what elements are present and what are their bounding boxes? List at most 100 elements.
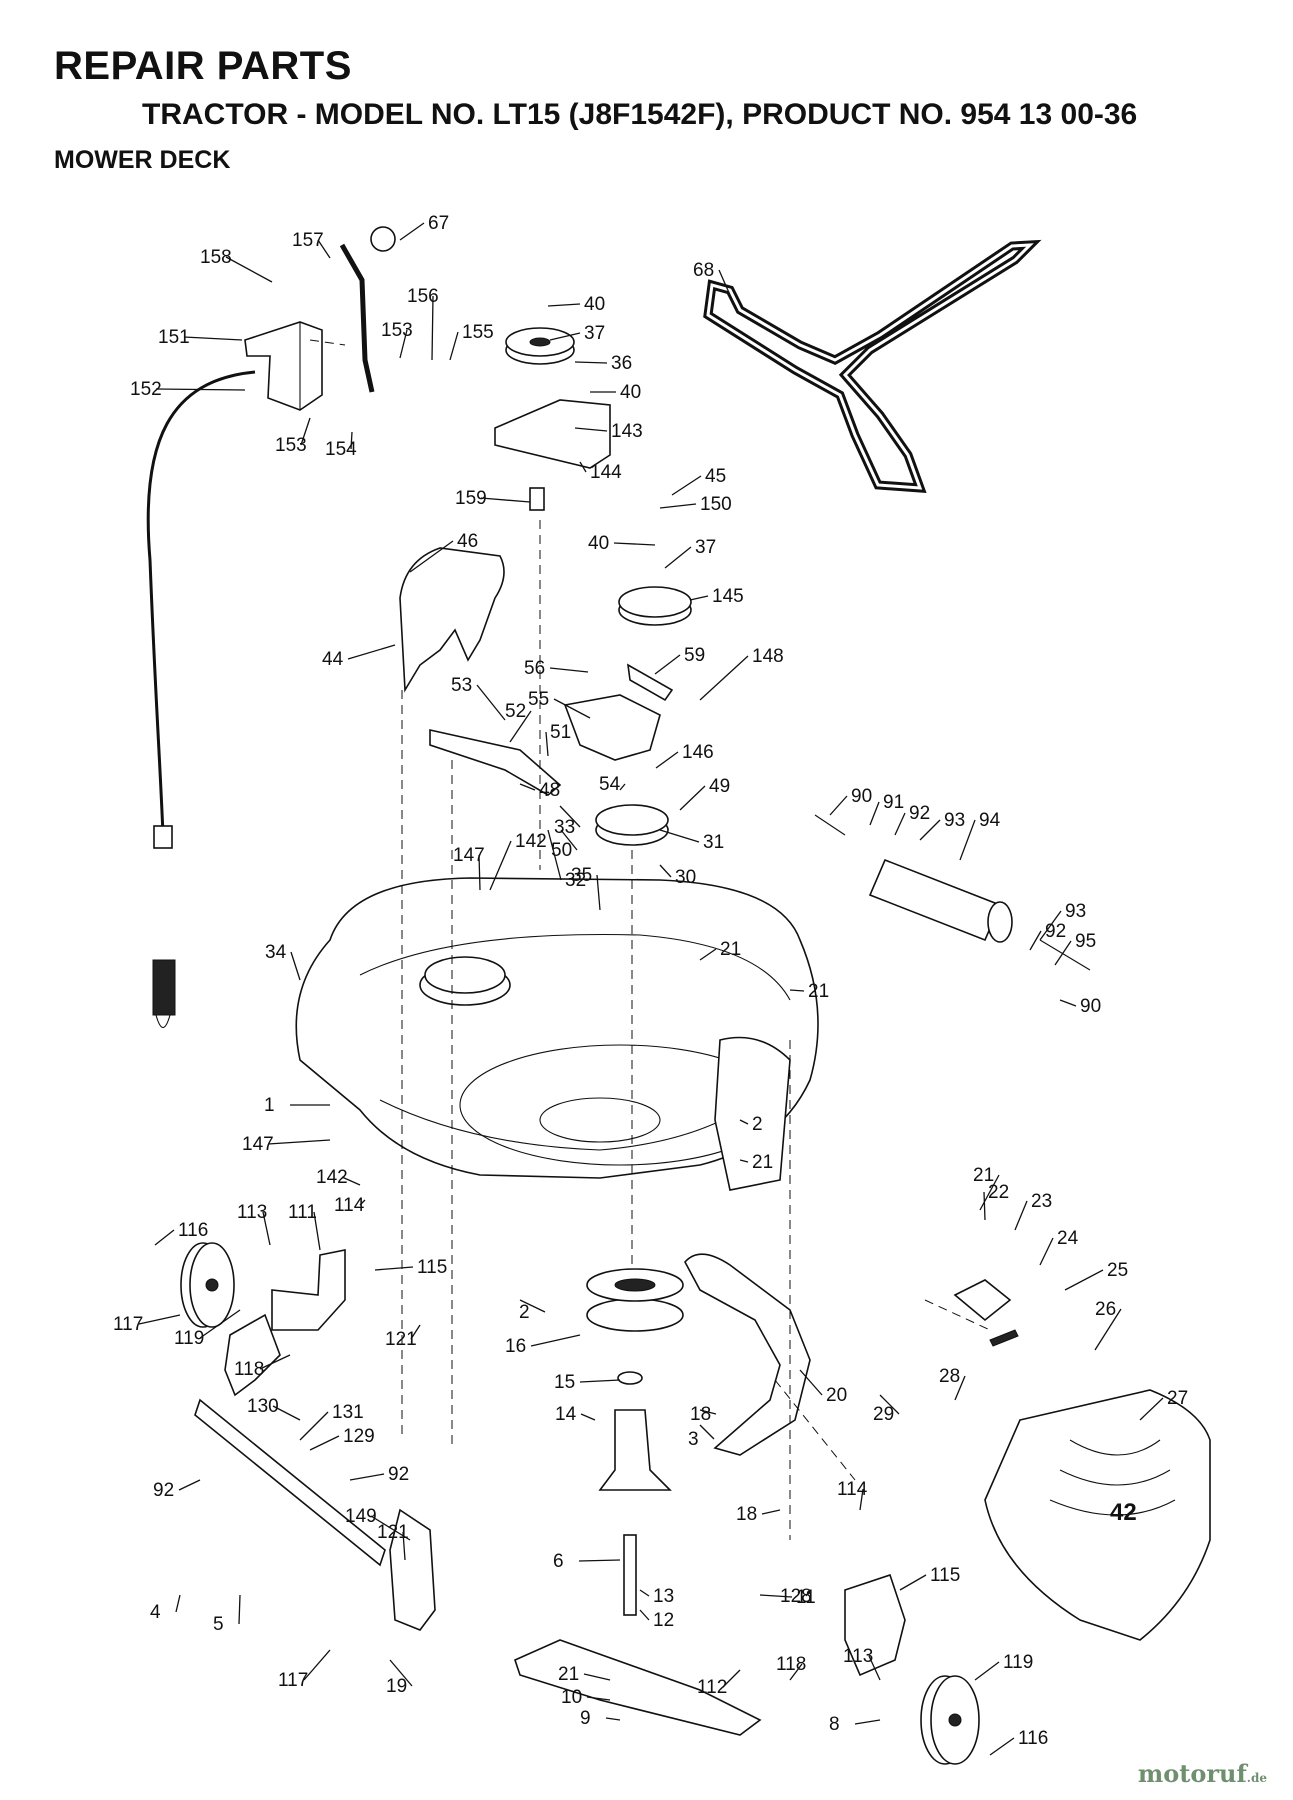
part-callout-117: 117 [278, 1670, 308, 1691]
part-callout-151: 151 [158, 327, 190, 348]
callout-leader [225, 256, 273, 283]
callout-leader [370, 1515, 411, 1541]
part-callout-143: 143 [611, 421, 643, 442]
callout-leader [718, 269, 731, 296]
callout-leader [1094, 1308, 1122, 1351]
part-callout-68: 68 [693, 260, 714, 281]
callout-leader [580, 1413, 596, 1421]
part-callout-144: 144 [590, 462, 622, 483]
part-callout-155: 155 [462, 322, 494, 343]
callout-leader [545, 731, 549, 757]
callout-leader [655, 751, 679, 769]
mandrel-assembly [514, 1268, 762, 1736]
watermark-logo: motoruf.de [1138, 1759, 1267, 1788]
part-callout-128: 128 [780, 1586, 812, 1607]
part-callout-111: 111 [288, 1202, 317, 1223]
callout-leader [699, 948, 717, 961]
callout-leader [789, 989, 805, 992]
part-callout-11: 11 [796, 1587, 816, 1608]
callout-leader [722, 1669, 741, 1688]
part-callout-45: 45 [705, 466, 726, 487]
control-bracket [244, 226, 396, 411]
callout-leader [549, 667, 589, 673]
part-callout-8: 8 [829, 1714, 840, 1735]
part-callout-5: 5 [213, 1614, 224, 1635]
callout-leader [1054, 940, 1072, 966]
callout-leader [350, 431, 353, 450]
part-callout-22: 22 [988, 1182, 1009, 1203]
callout-leader [854, 1719, 881, 1725]
callout-leader [154, 1229, 175, 1246]
part-callout-3: 3 [688, 1429, 699, 1450]
callout-leader [605, 1717, 621, 1721]
part-callout-35: 35 [571, 865, 592, 886]
part-callout-92: 92 [388, 1464, 409, 1485]
callout-leader [199, 1309, 241, 1339]
callout-leader [374, 1266, 414, 1271]
part-callout-153: 153 [275, 435, 307, 456]
part-callout-129: 129 [343, 1426, 375, 1447]
part-callout-148: 148 [752, 646, 784, 667]
part-callout-93: 93 [944, 810, 965, 831]
part-callout-28: 28 [939, 1366, 960, 1387]
callout-leader [739, 1119, 749, 1125]
part-callout-92: 92 [909, 803, 930, 824]
callout-leader [431, 295, 434, 361]
part-callout-113: 113 [237, 1202, 267, 1223]
callout-leader [619, 783, 626, 791]
part-callout-116: 116 [1018, 1728, 1048, 1749]
page-subtitle: TRACTOR - MODEL NO. LT15 (J8F1542F), PRO… [142, 98, 1138, 131]
callout-leader [699, 655, 749, 701]
callout-leader [347, 644, 396, 660]
part-callout-146: 146 [682, 742, 714, 763]
callout-leader [553, 698, 591, 719]
callout-leader [868, 1655, 881, 1681]
callout-leader [299, 1411, 329, 1441]
part-callout-112: 112 [697, 1677, 727, 1698]
part-callout-20: 20 [826, 1385, 847, 1406]
callout-leader [317, 239, 331, 259]
part-callout-19: 19 [386, 1676, 407, 1697]
part-callout-147: 147 [453, 845, 485, 866]
callout-leader [519, 783, 536, 791]
part-callout-147: 147 [242, 1134, 274, 1155]
belt-guard [399, 547, 505, 693]
section-title: MOWER DECK [54, 146, 231, 174]
callout-leader [979, 1174, 1000, 1211]
part-callout-18: 18 [736, 1504, 757, 1525]
part-callout-142: 142 [316, 1167, 348, 1188]
part-callout-14: 14 [555, 1404, 577, 1425]
callout-leader [659, 829, 700, 843]
callout-leader [989, 1737, 1015, 1756]
callout-leader [583, 1673, 611, 1681]
part-callout-152: 152 [130, 379, 162, 400]
idler-arm-and-bracket [429, 663, 674, 796]
callout-leader [399, 329, 408, 359]
callout-leader [639, 1609, 650, 1621]
callout-leader [259, 1354, 291, 1370]
part-callout-40: 40 [584, 294, 605, 315]
part-callout-25: 25 [1107, 1260, 1128, 1281]
callout-leader [639, 1589, 650, 1597]
part-callout-2: 2 [752, 1114, 763, 1135]
part-callout-36: 36 [611, 353, 632, 374]
callout-leader [1014, 1200, 1028, 1231]
part-callout-119: 119 [1003, 1652, 1033, 1673]
callout-leader [579, 1379, 621, 1383]
idler-assembly [494, 327, 692, 626]
callout-leader [389, 1659, 413, 1687]
part-callout-21: 21 [808, 981, 829, 1002]
callout-leader [578, 1559, 621, 1562]
callout-leader [489, 840, 512, 891]
part-callout-34: 34 [265, 942, 287, 963]
callout-leader [399, 222, 425, 241]
callout-leader [480, 497, 531, 503]
mower-deck-housing [295, 877, 819, 1191]
callout-leader [659, 864, 672, 878]
control-cable [146, 370, 256, 1029]
callout-leader [869, 801, 880, 826]
part-callout-131: 131 [332, 1402, 364, 1423]
callout-leader [579, 461, 587, 473]
